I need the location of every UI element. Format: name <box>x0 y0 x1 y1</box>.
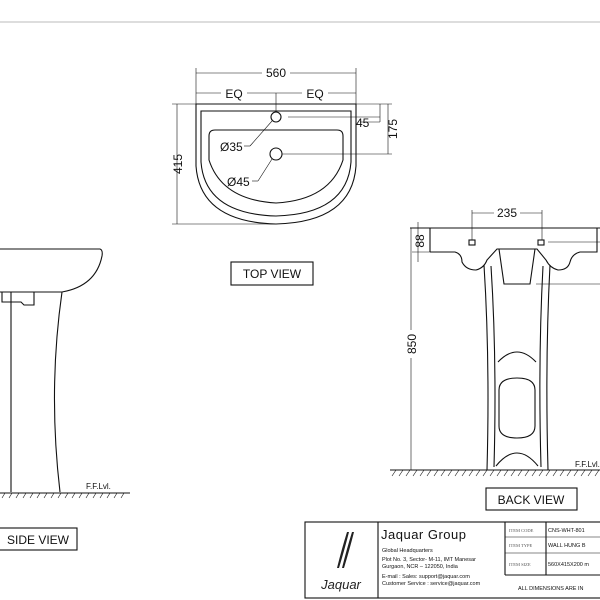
back-view: 235 88 850 F.F.Lvl. BACK VIEW <box>390 206 600 511</box>
pedestal-back <box>483 264 551 471</box>
top-view: 560 EQ EQ 415 45 175 Ø35 Ø45 TOP VIEW <box>171 66 400 286</box>
floor-level-label-back: F.F.Lvl. <box>575 460 600 469</box>
item-code-label: ITEM CODE <box>509 528 534 533</box>
top-view-label-box <box>230 261 314 286</box>
hq-label: Global Headquarters <box>382 548 433 554</box>
basin-bowl-top <box>208 129 344 204</box>
eq-left-dimension: EQ <box>225 87 242 101</box>
tap-hole <box>270 111 282 123</box>
item-type: WALL HUNG B <box>548 543 586 549</box>
item-type-label: ITEM TYPE <box>509 543 533 548</box>
basin-back <box>410 227 600 271</box>
item-code: CNS-WHT-801 <box>548 528 585 534</box>
side-view: F.F.Lvl. SIDE VIEW <box>0 248 130 551</box>
company-name: Jaquar Group <box>381 527 467 542</box>
offset-175-dimension: 175 <box>386 119 400 139</box>
customer-service: Customer Service : service@jaquar.com <box>382 581 481 587</box>
address-line-2: Gurgaon, NCR – 122050, India <box>382 564 459 570</box>
trap-cover <box>498 248 536 285</box>
jaquar-logo-icon <box>337 532 354 568</box>
drain-hole-dimension: Ø45 <box>227 175 250 189</box>
dimensions-note: ALL DIMENSIONS ARE IN <box>518 586 584 592</box>
drain-hole <box>269 147 283 161</box>
back-view-label-box <box>485 487 578 511</box>
bolt-spacing-dimension: 235 <box>497 206 517 220</box>
address-line-1: Plot No. 3, Sector- M-11, IMT Manesar <box>382 557 476 563</box>
email: E-mail : Sales: support@jaquar.com <box>382 574 470 580</box>
floor-level-label-side: F.F.Lvl. <box>86 482 111 491</box>
item-size: 560X415X200 m <box>548 562 589 568</box>
bolt-right-icon <box>537 239 545 246</box>
basin-outline-top <box>195 103 357 225</box>
basin-rim-top <box>200 110 352 217</box>
top-view-label: TOP VIEW <box>243 267 302 281</box>
side-view-label: SIDE VIEW <box>7 533 70 547</box>
depth-dimension: 415 <box>171 154 185 174</box>
rim-dimension: 88 <box>413 234 427 248</box>
bolt-left-icon <box>468 239 476 246</box>
tap-hole-dimension: Ø35 <box>220 140 243 154</box>
pedestal-cutouts <box>495 351 539 467</box>
title-block: Jaquar Jaquar Group Global Headquarters … <box>304 521 600 599</box>
width-dimension: 560 <box>266 66 286 80</box>
eq-right-dimension: EQ <box>306 87 323 101</box>
logo-text: Jaquar <box>320 577 361 592</box>
pedestal-front-edge <box>53 291 63 493</box>
offset-45-dimension: 45 <box>356 116 370 130</box>
side-view-label-box <box>0 527 78 551</box>
height-dimension: 850 <box>405 334 419 354</box>
basin-side <box>0 248 103 293</box>
trap-side <box>1 292 35 306</box>
back-view-label: BACK VIEW <box>498 493 565 507</box>
item-size-label: ITEM SIZE <box>509 562 531 567</box>
